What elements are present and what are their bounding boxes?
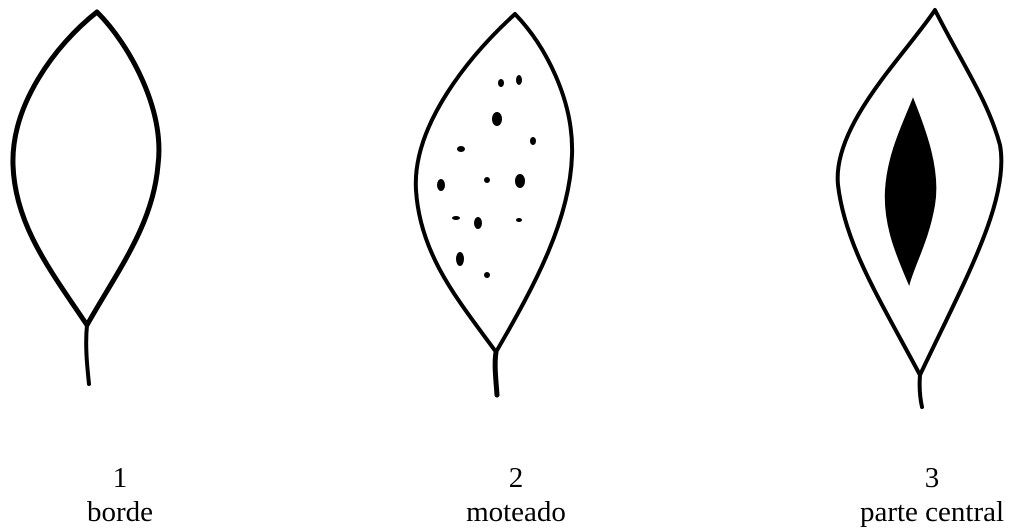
leaf-3-caption: 3 parte central [812, 461, 1018, 529]
leaf-2-spot [498, 79, 504, 87]
leaf-2-caption: 2 moteado [396, 461, 636, 529]
leaf-1-drawing [13, 12, 159, 384]
leaf-2-spot [516, 75, 522, 85]
leaf-1-number: 1 [0, 461, 240, 495]
leaf-3-stem [920, 375, 922, 407]
leaf-3-label: parte central [812, 495, 1018, 529]
leaf-2-spot [530, 137, 536, 145]
leaf-3-drawing [838, 10, 1002, 407]
leaf-1-outline [13, 12, 159, 325]
leaf-2-spot [492, 112, 502, 126]
leaf-2-spots [437, 75, 536, 278]
leaf-2-spot [457, 146, 465, 152]
leaf-2-label: moteado [396, 495, 636, 529]
leaf-2-stem [495, 352, 497, 395]
leaf-2-spot [516, 218, 522, 222]
leaf-2-spot [484, 272, 490, 278]
leaf-1-stem [86, 325, 89, 384]
leaf-1-caption: 1 borde [0, 461, 240, 529]
leaf-2-spot [474, 217, 482, 229]
leaf-2-spot [456, 252, 464, 266]
leaf-2-spot [452, 216, 460, 220]
leaf-2-drawing [416, 14, 572, 395]
leaf-2-number: 2 [396, 461, 636, 495]
leaf-2-spot [515, 174, 525, 188]
leaf-3-number: 3 [812, 461, 1018, 495]
leaf-1-label: borde [0, 495, 240, 529]
leaf-2-spot [484, 177, 490, 183]
leaf-3-central-patch [886, 100, 936, 283]
leaf-2-spot [437, 179, 445, 191]
